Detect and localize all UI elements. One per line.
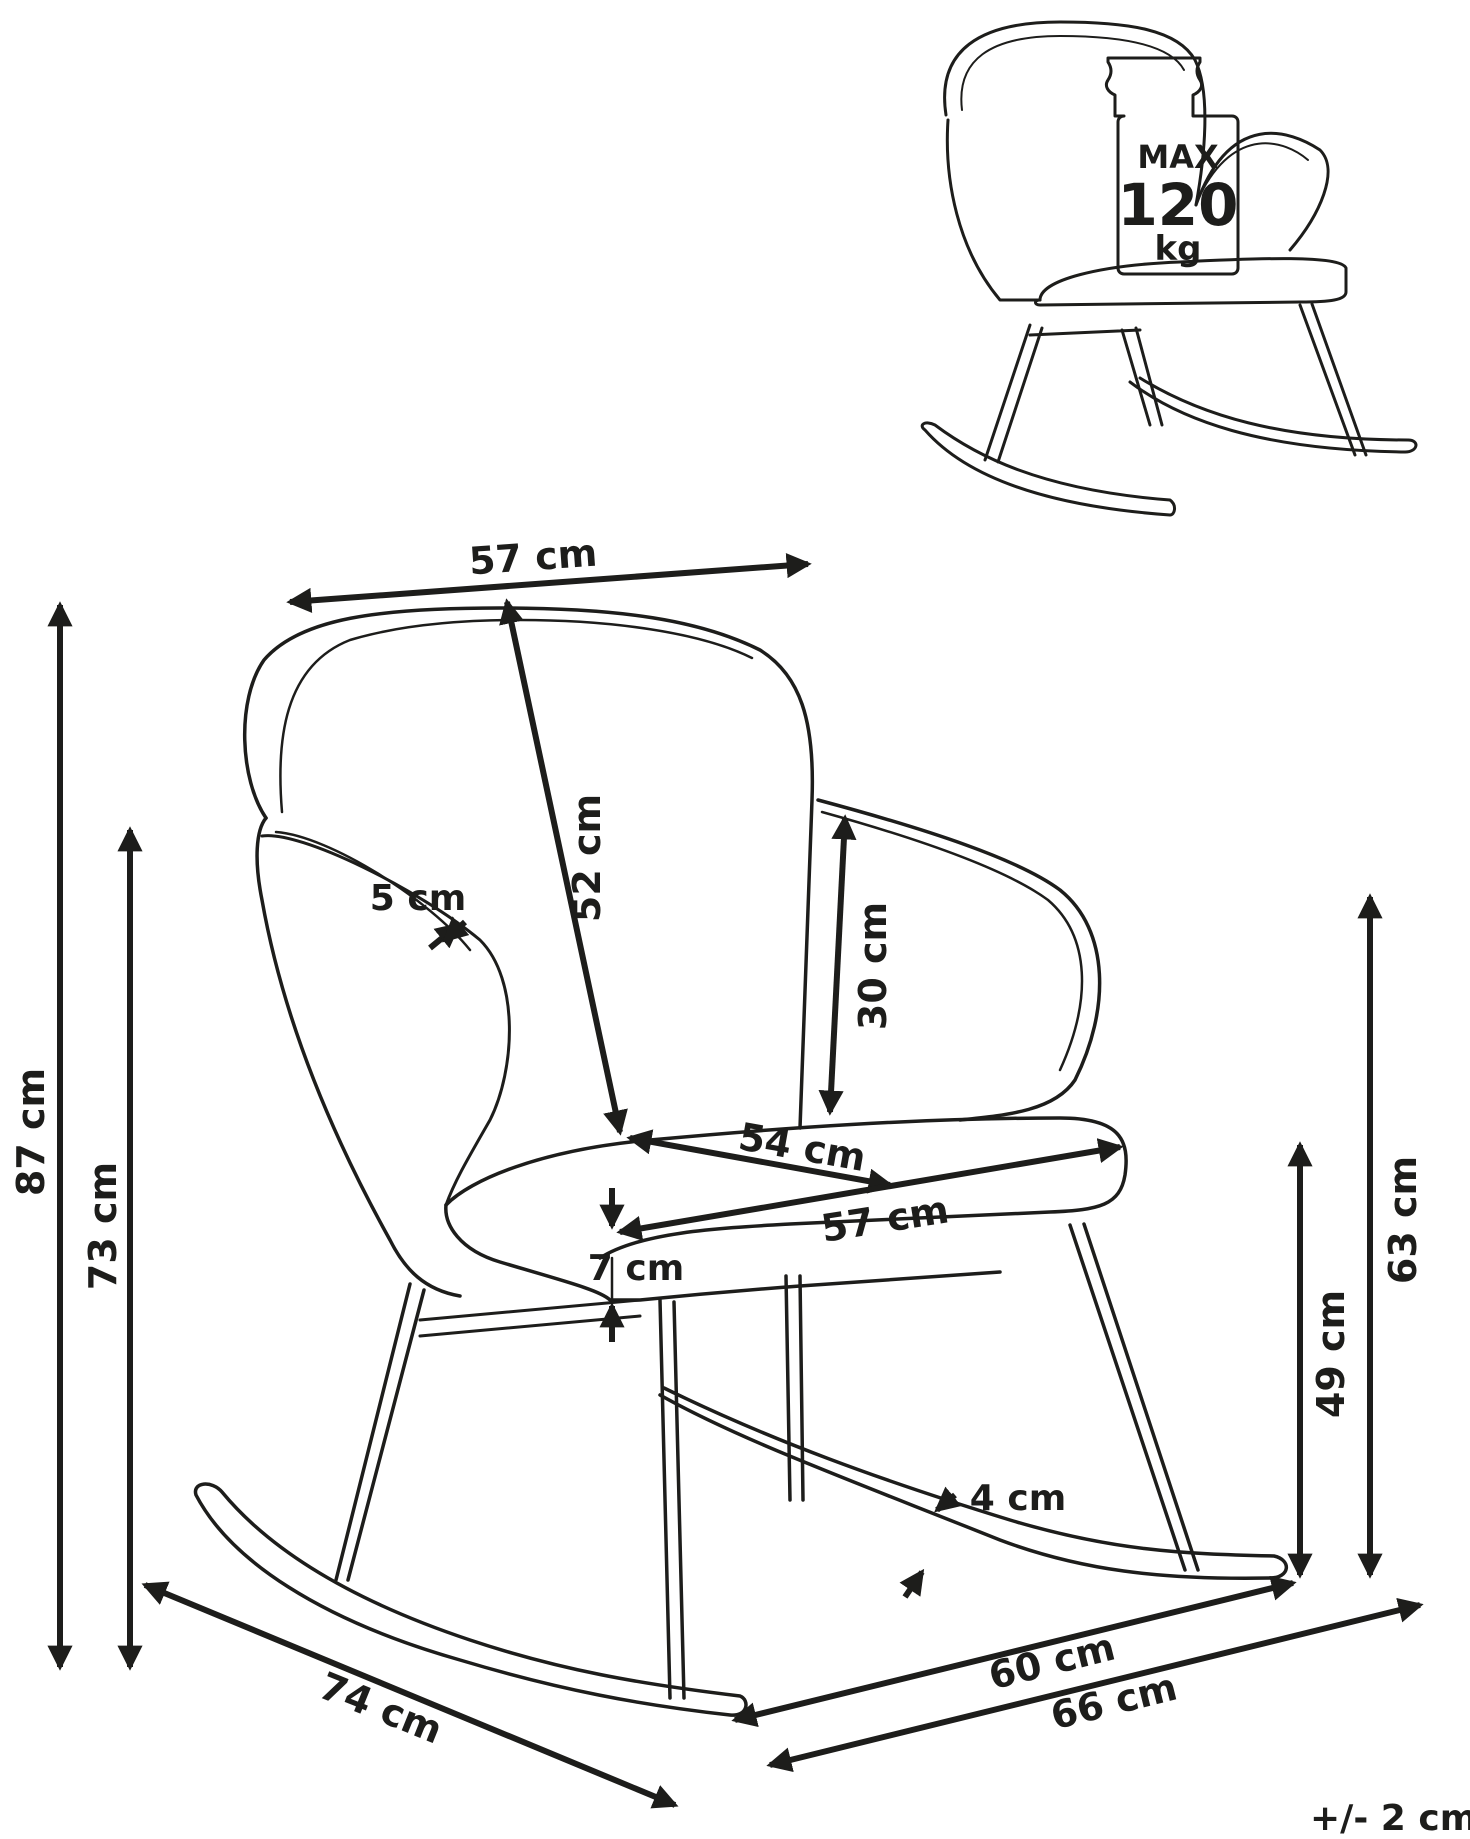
armrest-height-arrow — [818, 814, 857, 1116]
capacity-max-label: MAX — [1137, 138, 1219, 176]
side-depth-arrow — [141, 1581, 679, 1809]
capacity-unit: kg — [1155, 229, 1202, 269]
capacity-value: 120 — [1117, 171, 1238, 239]
rocker-thickness-label: 4 cm — [970, 1478, 1066, 1519]
rocker-thickness-pointer-top — [934, 1486, 962, 1513]
main-chair-drawing — [193, 606, 1288, 1717]
seat-thickness-label: 7 cm — [588, 1248, 684, 1289]
small-chair-rockers — [920, 421, 1176, 517]
side-depth-label: 74 cm — [313, 1664, 448, 1753]
armrest-height-label: 30 cm — [851, 902, 895, 1030]
shell-outline — [255, 816, 462, 1298]
weight-jar-icon — [1104, 56, 1240, 276]
armrest-thickness-label: 5 cm — [370, 878, 466, 919]
rocker-thickness-pointer-bottom — [899, 1568, 925, 1599]
back-width-arrow — [286, 553, 812, 613]
total-height-label: 87 cm — [9, 1068, 53, 1196]
right-armrest — [816, 798, 1102, 1122]
back-width-label: 57 cm — [468, 531, 599, 584]
small-chair-shell — [945, 118, 1042, 302]
armrest-total-height-label: 63 cm — [1381, 1156, 1425, 1284]
dimension-labels: 57 cm 52 cm 5 cm 30 cm 54 cm 57 cm 7 cm … — [9, 531, 1470, 1839]
seat-width-arrow — [616, 1138, 1124, 1241]
capacity-illustration: MAX 120 kg — [920, 20, 1418, 517]
outer-width-arrow — [766, 1597, 1424, 1773]
dimension-lines — [47, 553, 1424, 1809]
small-chair-legs — [983, 302, 1368, 464]
front-rocker — [193, 1482, 748, 1717]
armrest-thickness-pointer-top — [442, 916, 470, 943]
tolerance-note: +/- 2 cm — [1310, 1798, 1470, 1839]
chair-legs — [334, 1222, 1200, 1700]
back-top-height-label: 73 cm — [81, 1162, 125, 1290]
small-chair-seat — [1034, 257, 1348, 307]
backrest-inner-line — [279, 618, 754, 814]
backrest-outline — [243, 606, 815, 1130]
seat-height-label: 49 cm — [1309, 1290, 1353, 1418]
back-rocker — [658, 1386, 1288, 1580]
back-height-arrow — [499, 598, 628, 1136]
back-height-label: 52 cm — [565, 794, 609, 922]
small-chair-backrest — [943, 20, 1207, 207]
